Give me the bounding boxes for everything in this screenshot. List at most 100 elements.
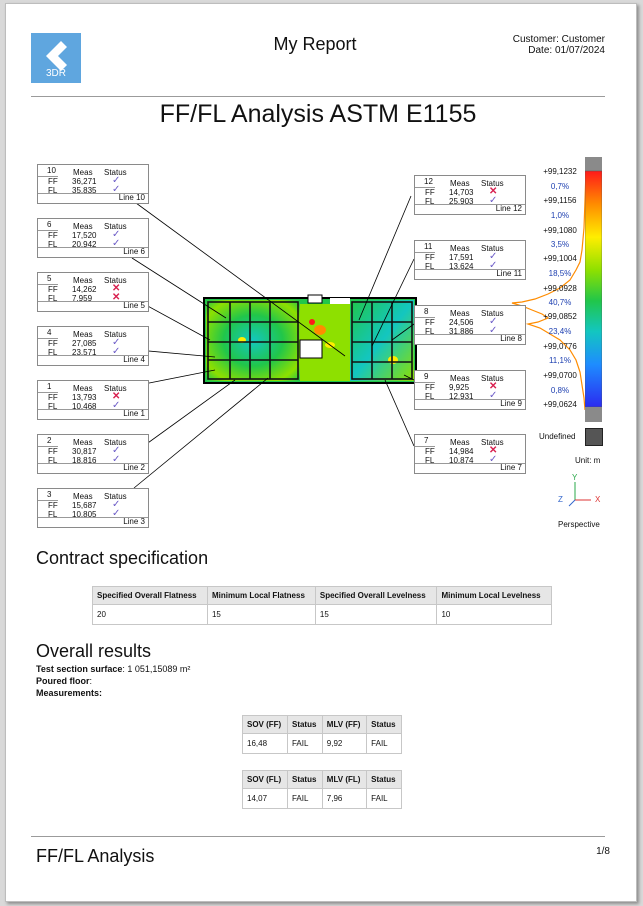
scale-percent-label: 0,7% <box>550 182 570 191</box>
cross-icon: ✕ <box>112 391 121 402</box>
divider <box>415 187 435 188</box>
ff-value: 14,703 <box>449 188 474 197</box>
ff-value: 14,262 <box>72 285 97 294</box>
fl-value: 14,07 <box>242 788 288 809</box>
check-icon: ✓ <box>112 508 121 519</box>
check-icon: ✓ <box>112 499 121 510</box>
ff-value: 9,925 <box>449 383 470 392</box>
meas-header: Meas <box>73 330 93 339</box>
box-number: 4 <box>47 328 52 337</box>
cross-icon: ✕ <box>489 186 498 197</box>
meas-header: Meas <box>450 374 470 383</box>
contract-header: Specified Overall Levelness <box>314 586 438 605</box>
contract-header: Minimum Local Levelness <box>436 586 552 605</box>
undefined-swatch <box>585 428 603 446</box>
fl-label: FL <box>425 197 435 206</box>
divider <box>38 463 148 464</box>
ff-label: FF <box>48 393 58 402</box>
ff-value: 17,520 <box>72 231 97 240</box>
divider <box>415 446 435 447</box>
fl-value: 7,959 <box>72 294 93 303</box>
scale-level-label: +99,0928 <box>543 284 577 293</box>
fl-value: 13,624 <box>449 262 474 271</box>
fl-value: FAIL <box>366 788 402 809</box>
divider <box>415 317 435 318</box>
check-icon: ✓ <box>112 445 121 456</box>
ff-label: FF <box>48 231 58 240</box>
check-icon: ✓ <box>489 260 498 271</box>
cross-icon: ✕ <box>489 445 498 456</box>
scale-level-label: +99,1080 <box>543 226 577 235</box>
ff-label: FF <box>48 285 58 294</box>
scale-percent-label: 0,8% <box>550 386 570 395</box>
meas-header: Meas <box>73 492 93 501</box>
box-number: 6 <box>47 220 52 229</box>
fl-value: 23,571 <box>72 348 97 357</box>
contract-value: 15 <box>314 604 438 625</box>
divider <box>38 446 58 447</box>
scale-percent-label: 23,4% <box>548 327 572 336</box>
fl-label: FL <box>425 392 435 401</box>
fl-label: FL <box>425 456 435 465</box>
contract-header: Specified Overall Flatness <box>92 586 208 605</box>
cross-icon: ✕ <box>112 283 121 294</box>
divider <box>415 269 525 270</box>
ff-label: FF <box>48 501 58 510</box>
logo-text: 3DR <box>45 68 66 79</box>
status-header: Status <box>481 438 504 447</box>
measurements-label: Measurements: <box>36 688 103 698</box>
ff-header: SOV (FF) <box>242 715 288 734</box>
poured-value: : <box>89 676 93 686</box>
divider <box>415 334 525 335</box>
line-label: Line 7 <box>500 463 522 472</box>
fl-header: Status <box>366 770 402 789</box>
scale-percent-label: 11,1% <box>548 356 572 365</box>
ff-label: FF <box>425 383 435 392</box>
surface-value: : 1 051,15089 m² <box>122 664 191 674</box>
view-label: Perspective <box>558 520 600 529</box>
divider <box>38 355 148 356</box>
box-number: 1 <box>47 382 52 391</box>
ff-value: 16,48 <box>242 733 288 754</box>
ff-value: FAIL <box>366 733 402 754</box>
line-label: Line 6 <box>123 247 145 256</box>
page-number: 1/8 <box>596 846 610 857</box>
undefined-label: Undefined <box>539 432 576 441</box>
ff-value: 24,506 <box>449 318 474 327</box>
check-icon: ✓ <box>112 400 121 411</box>
meas-header: Meas <box>73 276 93 285</box>
status-header: Status <box>481 309 504 318</box>
scale-level-label: +99,0852 <box>543 312 577 321</box>
line-label: Line 9 <box>500 399 522 408</box>
ff-label: FF <box>425 188 435 197</box>
divider <box>38 409 148 410</box>
divider <box>38 284 58 285</box>
fl-label: FL <box>48 456 58 465</box>
scale-percent-label: 3,5% <box>550 240 570 249</box>
check-icon: ✓ <box>112 175 121 186</box>
fl-label: FL <box>48 186 58 195</box>
check-icon: ✓ <box>112 337 121 348</box>
divider <box>38 176 58 177</box>
status-header: Status <box>481 244 504 253</box>
fl-header: MLV (FL) <box>321 770 368 789</box>
meas-header: Meas <box>450 244 470 253</box>
customer-line: Customer: Customer <box>512 34 605 45</box>
ff-value: 30,817 <box>72 447 97 456</box>
contract-header: Minimum Local Flatness <box>206 586 316 605</box>
footer-title: FF/FL Analysis <box>36 846 155 866</box>
divider <box>38 193 148 194</box>
header-divider <box>31 96 605 97</box>
box-number: 12 <box>424 177 433 186</box>
unit-label: Unit: m <box>575 456 601 465</box>
box-number: 2 <box>47 436 52 445</box>
status-header: Status <box>104 276 127 285</box>
ff-label: FF <box>425 318 435 327</box>
scale-level-label: +99,1004 <box>543 254 577 263</box>
divider <box>38 500 58 501</box>
box-number: 5 <box>47 274 52 283</box>
overall-heading: Overall results <box>36 641 152 661</box>
